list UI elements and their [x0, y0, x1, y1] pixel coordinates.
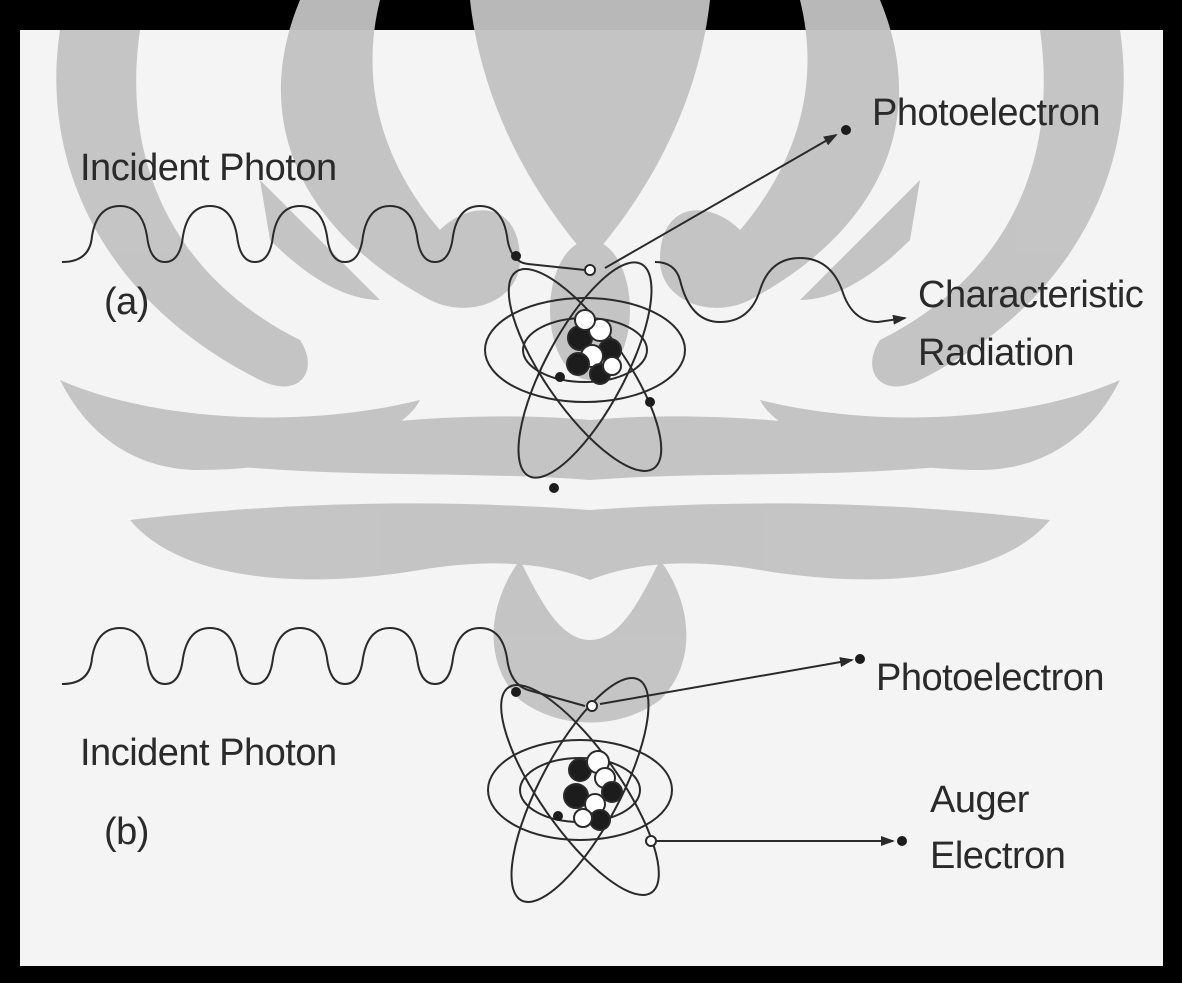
photoelectron-dot-b [855, 654, 865, 664]
photoelectron-label-b: Photoelectron [876, 656, 1104, 700]
auger-electron-label-line1: Auger [930, 778, 1029, 822]
panel-a-tag: (a) [104, 280, 149, 324]
auger-electron-dot [897, 836, 907, 846]
photoelectron-dot-a [841, 125, 851, 135]
auger-electron-label-line2: Electron [930, 834, 1065, 878]
characteristic-radiation-label-line2: Radiation [918, 331, 1074, 375]
photoelectron-label-a: Photoelectron [872, 91, 1100, 135]
incident-photon-label-b: Incident Photon [80, 731, 337, 775]
incident-photon-label-a: Incident Photon [80, 146, 337, 190]
characteristic-radiation-label-line1: Characteristic [918, 273, 1143, 317]
panel-b-tag: (b) [104, 810, 149, 854]
